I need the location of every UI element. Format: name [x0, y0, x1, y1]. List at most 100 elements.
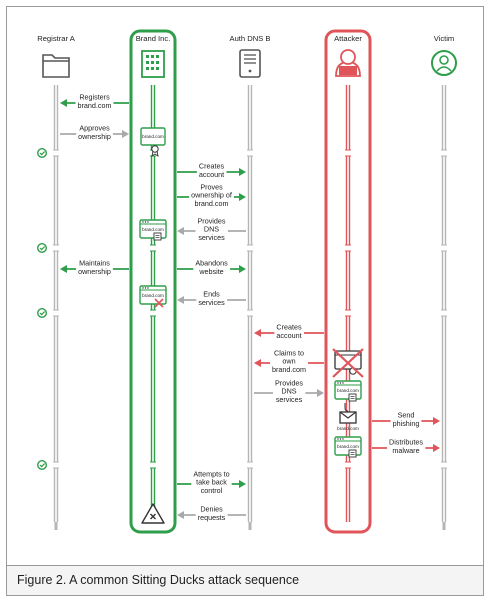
attacker-dns-doc-icon: brand.com: [334, 380, 362, 402]
actor-label: Attacker: [334, 34, 362, 43]
label-background: [196, 160, 227, 180]
server-icon: [239, 49, 261, 78]
message-label-line: Creates: [276, 322, 302, 331]
message-label-line: phishing: [393, 419, 420, 428]
arrow-head: [433, 444, 440, 452]
label-background: [189, 181, 234, 210]
doc-text: brand.com: [142, 134, 164, 139]
warning-triangle-icon: [141, 503, 165, 524]
malware-doc-icon: brand.com: [334, 436, 362, 458]
timeline-gap: [344, 150, 352, 156]
message-label-line: Creates: [199, 161, 225, 170]
message-label-line: Proves: [200, 182, 223, 191]
arrow-head: [239, 193, 246, 201]
arrow-head: [177, 296, 184, 304]
arrow-head: [122, 130, 129, 138]
timeline-gap: [149, 245, 157, 251]
lane-box: [324, 29, 372, 534]
caption-bar: Figure 2. A common Sitting Ducks attack …: [7, 565, 483, 595]
actor-label: Victim: [434, 34, 455, 43]
timeline-gap: [149, 310, 157, 316]
arrow-head: [239, 480, 246, 488]
lane-brand: Brand Inc.: [129, 29, 177, 534]
timeline-gap: [52, 245, 60, 251]
message-label-line: Abandons: [195, 258, 228, 267]
label-background: [387, 436, 426, 456]
message-label-line: malware: [392, 446, 419, 455]
timeline-gap: [440, 462, 448, 468]
message-label-line: website: [198, 267, 223, 276]
arrow-head: [239, 265, 246, 273]
label-background: [274, 321, 304, 341]
doc-text: brand.com: [337, 388, 359, 393]
ended-service-doc-icon: brand.com: [139, 285, 167, 308]
message-label-line: brand.com: [272, 365, 306, 374]
hacker-icon: [335, 49, 361, 77]
message-label-line: Attempts to: [193, 469, 229, 478]
message-label-line: own: [282, 357, 295, 366]
label-background: [76, 257, 113, 277]
arrow-head: [60, 265, 67, 273]
label-background: [75, 91, 114, 111]
label-background: [191, 468, 232, 497]
dns-service-doc-icon: brand.com: [139, 219, 167, 241]
timeline-gap: [246, 310, 254, 316]
doc-text: brand.com: [142, 227, 164, 232]
message-label-line: Provides: [198, 216, 226, 225]
message-label-line: ownership of: [191, 191, 232, 200]
label-background: [193, 257, 231, 277]
message-label-line: services: [276, 395, 303, 404]
message-label-line: Provides: [275, 378, 303, 387]
timeline-gap: [246, 245, 254, 251]
timeline-gap: [52, 150, 60, 156]
message-label-line: Maintains: [79, 258, 110, 267]
doc-text: brand.com: [337, 426, 359, 431]
timeline-gap: [246, 150, 254, 156]
doc-text: brand.com: [142, 293, 164, 298]
label-background: [273, 377, 306, 406]
timeline-gap: [344, 310, 352, 316]
phishing-envelope-icon: brand.com: [337, 403, 359, 431]
label-background: [76, 122, 113, 142]
timeline-gap: [52, 462, 60, 468]
arrow-head: [60, 99, 67, 107]
arrow-head: [433, 417, 440, 425]
timeline-gap: [344, 245, 352, 251]
lane-dns: Auth DNS B: [230, 34, 271, 530]
lane-attacker: Attacker: [324, 29, 372, 534]
arrow-head: [177, 511, 184, 519]
actor-label: Auth DNS B: [230, 34, 271, 43]
lane-victim: Victim: [434, 34, 455, 530]
message-label-line: ownership: [78, 267, 111, 276]
arrow-head: [317, 389, 324, 397]
person-icon: [431, 50, 457, 76]
message-label-line: account: [199, 170, 224, 179]
folder-icon: [42, 54, 70, 78]
label-background: [195, 503, 228, 523]
label-background: [196, 288, 228, 308]
message-label-line: ownership: [78, 132, 111, 141]
label-background: [195, 215, 228, 244]
clock-check-icon: [37, 308, 448, 319]
message-label-line: take back: [196, 478, 227, 487]
message-label-line: DNS: [204, 225, 219, 234]
